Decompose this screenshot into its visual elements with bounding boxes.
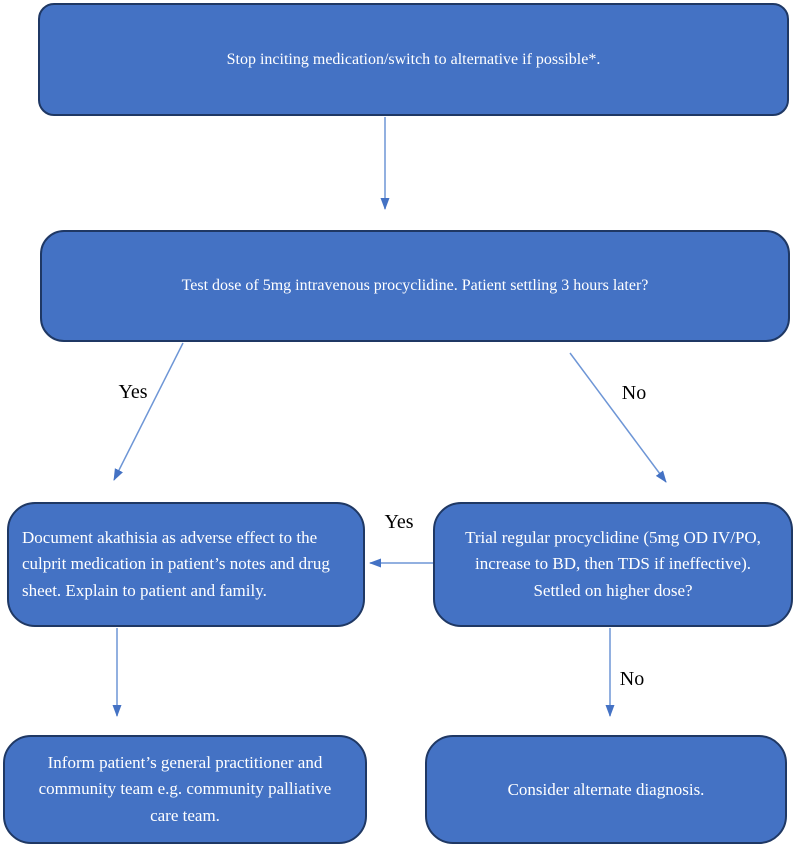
edge-label-yes-testdose-document: Yes bbox=[118, 381, 148, 403]
flow-node-inform-gp: Inform patient’s general practitioner an… bbox=[3, 735, 367, 844]
flow-node-document-akathisia: Document akathisia as adverse effect to … bbox=[7, 502, 365, 627]
arrow-testdose-no-to-trial bbox=[569, 352, 667, 483]
flow-node-stop-medication-text: Stop inciting medication/switch to alter… bbox=[226, 50, 601, 68]
edge-label-yes-trial-document: Yes bbox=[384, 511, 414, 533]
edge-label-no-testdose-trial: No bbox=[621, 382, 647, 404]
flow-node-inform-gp-text: Inform patient’s general practitioner an… bbox=[38, 752, 332, 825]
flow-node-trial-regular-procyclidine: Trial regular procyclidine (5mg OD IV/PO… bbox=[433, 502, 793, 627]
flow-node-test-dose-text: Test dose of 5mg intravenous procyclidin… bbox=[181, 277, 649, 294]
flow-node-consider-alternate-diagnosis: Consider alternate diagnosis. bbox=[425, 735, 787, 844]
flow-node-consider-alternate-diagnosis-text: Consider alternate diagnosis. bbox=[507, 779, 705, 799]
flow-node-stop-medication: Stop inciting medication/switch to alter… bbox=[38, 3, 789, 116]
flow-node-trial-regular-procyclidine-text: Trial regular procyclidine (5mg OD IV/PO… bbox=[465, 527, 761, 600]
arrow-testdose-yes-to-document bbox=[113, 342, 184, 481]
flow-node-document-akathisia-text: Document akathisia as adverse effect to … bbox=[22, 527, 330, 600]
flow-node-test-dose: Test dose of 5mg intravenous procyclidin… bbox=[40, 230, 790, 342]
edge-label-no-trial-consider: No bbox=[619, 668, 645, 690]
